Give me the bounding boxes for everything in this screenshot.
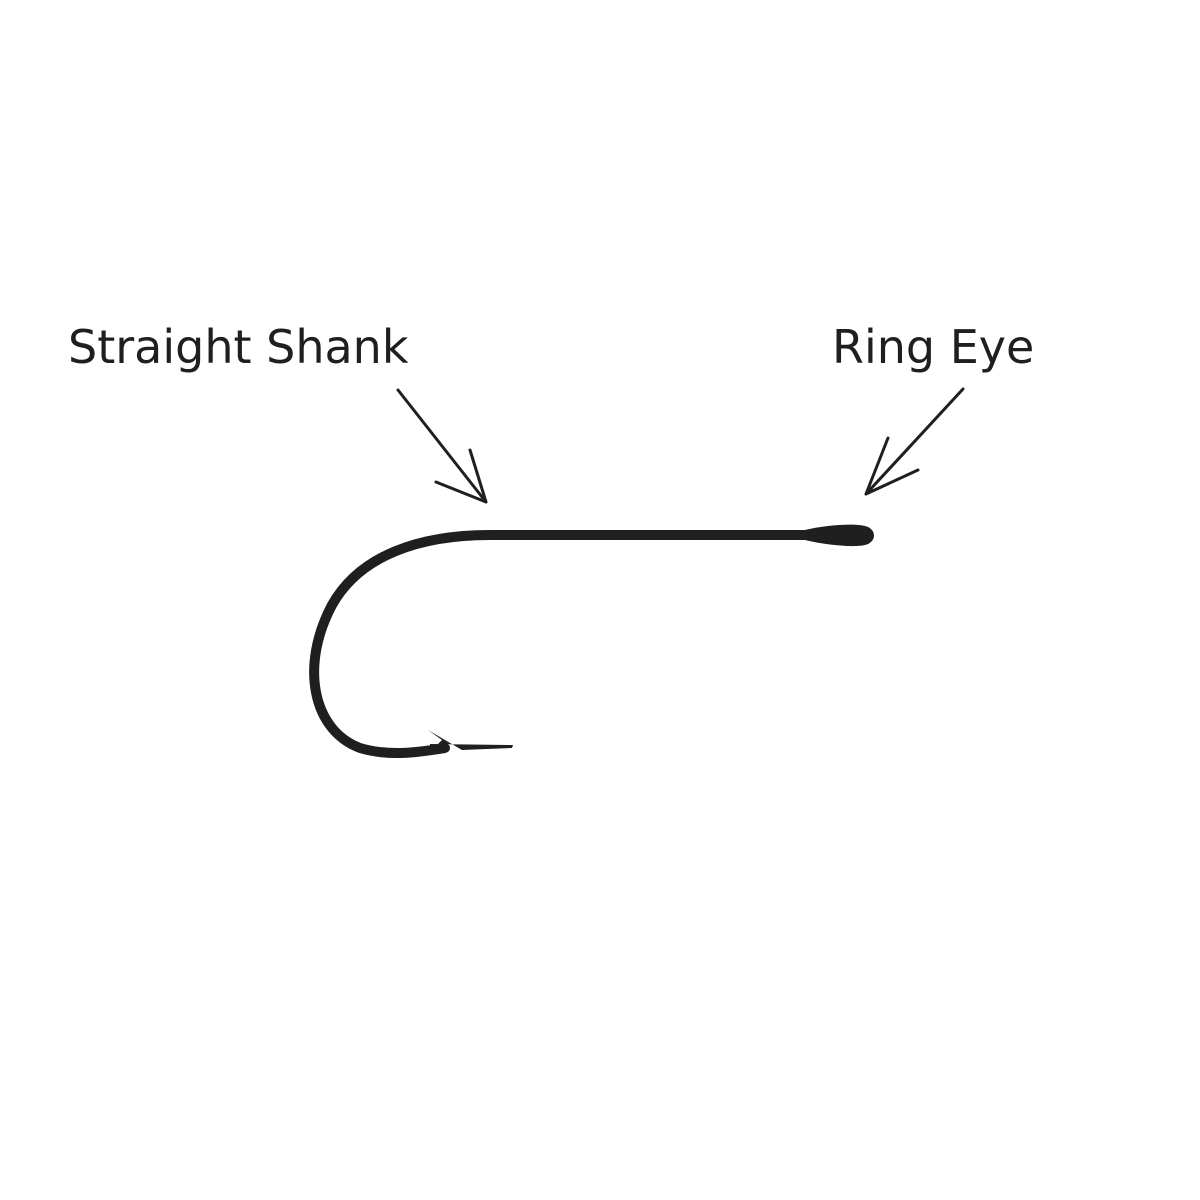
- arrow-straight-shank-icon: [396, 388, 488, 504]
- label-ring-eye: Ring Eye: [832, 320, 1035, 374]
- ring-eye-shape: [805, 524, 874, 547]
- arrow-ring-eye-icon: [864, 387, 965, 496]
- hook-point-barb: [428, 730, 513, 752]
- label-straight-shank: Straight Shank: [68, 320, 409, 374]
- hook-shank-and-bend: [309, 530, 867, 759]
